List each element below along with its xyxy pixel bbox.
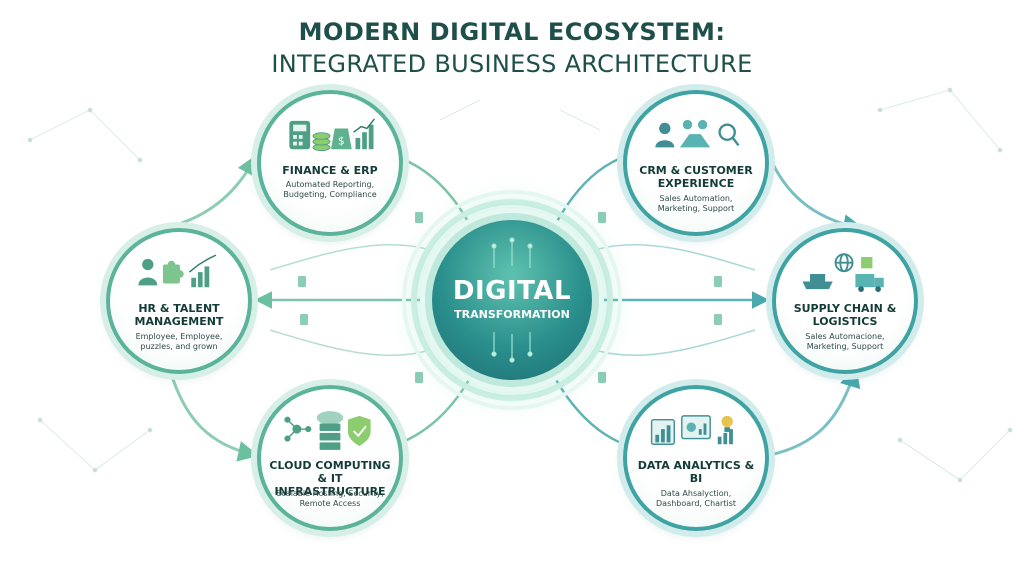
node-subtitle: Data Ahsalyction, Dashboard, Chartist bbox=[656, 489, 736, 508]
node-title: HR & TALENT MANAGEMENT bbox=[134, 302, 224, 328]
node-data-analytics-bi[interactable]: DATA ANALYTICS & BI Data Ahsalyction, Da… bbox=[623, 385, 769, 531]
node-hr-talent-management[interactable]: HR & TALENT MANAGEMENT Employee, Employe… bbox=[106, 228, 252, 374]
svg-text:$: $ bbox=[338, 136, 345, 148]
puzzle-icon bbox=[162, 260, 184, 284]
money-bag-icon: $ bbox=[330, 128, 352, 150]
circuit-lines-icon bbox=[491, 237, 533, 363]
diagram-subtitle: INTEGRATED BUSINESS ARCHITECTURE bbox=[271, 50, 753, 78]
lightbulb-icon bbox=[717, 415, 733, 445]
center-subtitle: TRANSFORMATION bbox=[454, 308, 570, 321]
ship-icon bbox=[802, 274, 833, 290]
center-title: DIGITAL bbox=[452, 276, 572, 306]
node-supply-chain-logistics[interactable]: SUPPLY CHAIN & LOGISTICS Sales Automacio… bbox=[772, 228, 918, 374]
magnifier-user-icon bbox=[718, 123, 740, 147]
node-title: CLOUD COMPUTING & IT INFRASTRUCTURE bbox=[269, 459, 391, 498]
center-hub: DIGITAL TRANSFORMATION bbox=[432, 220, 592, 380]
cloud-icons bbox=[284, 411, 371, 450]
cloud-server-icon bbox=[316, 411, 344, 450]
handshake-icon bbox=[679, 119, 711, 148]
node-title: DATA ANALYTICS & BI bbox=[637, 459, 755, 485]
customer-icon bbox=[655, 122, 675, 148]
coin-stack-icon bbox=[312, 132, 331, 152]
analytics-icons bbox=[650, 415, 733, 445]
globe-icon bbox=[834, 253, 854, 273]
node-subtitle: Scalable Hosting, Security, Remote Acces… bbox=[276, 489, 384, 508]
node-finance-erp[interactable]: $ FINANCE & ERP Automated Reporting, Bud… bbox=[257, 90, 403, 236]
growth-chart-icon bbox=[188, 254, 217, 288]
hr-icons bbox=[138, 254, 217, 288]
bar-chart-icon bbox=[353, 118, 375, 150]
network-icon bbox=[284, 416, 312, 442]
node-subtitle: Sales Automation, Marketing, Support bbox=[657, 194, 735, 213]
chart-icon bbox=[650, 418, 675, 445]
node-crm-customer-experience[interactable]: CRM & CUSTOMER EXPERIENCE Sales Automati… bbox=[623, 90, 769, 236]
dashboard-icon bbox=[681, 415, 711, 440]
node-title: SUPPLY CHAIN & LOGISTICS bbox=[793, 302, 897, 328]
shield-icon bbox=[347, 415, 371, 447]
calculator-icon bbox=[289, 120, 311, 150]
node-cloud-it-infrastructure[interactable]: CLOUD COMPUTING & IT INFRASTRUCTURE Scal… bbox=[257, 385, 403, 531]
node-subtitle: Sales Automacione, Marketing, Support bbox=[805, 332, 885, 351]
truck-icon bbox=[855, 274, 884, 292]
supply-icons bbox=[802, 253, 884, 292]
box-icon bbox=[861, 256, 873, 269]
node-title: CRM & CUSTOMER EXPERIENCE bbox=[639, 164, 753, 190]
node-subtitle: Employee, Employee, puzzles, and grown bbox=[135, 332, 223, 351]
crm-icons bbox=[655, 119, 740, 148]
network-mesh bbox=[27, 87, 1013, 483]
finance-icons: $ bbox=[289, 118, 375, 152]
people-icon bbox=[138, 258, 158, 286]
node-title: FINANCE & ERP bbox=[282, 164, 378, 177]
node-subtitle: Automated Reporting, Budgeting, Complian… bbox=[283, 180, 377, 199]
diagram-title: MODERN DIGITAL ECOSYSTEM: bbox=[298, 18, 726, 46]
